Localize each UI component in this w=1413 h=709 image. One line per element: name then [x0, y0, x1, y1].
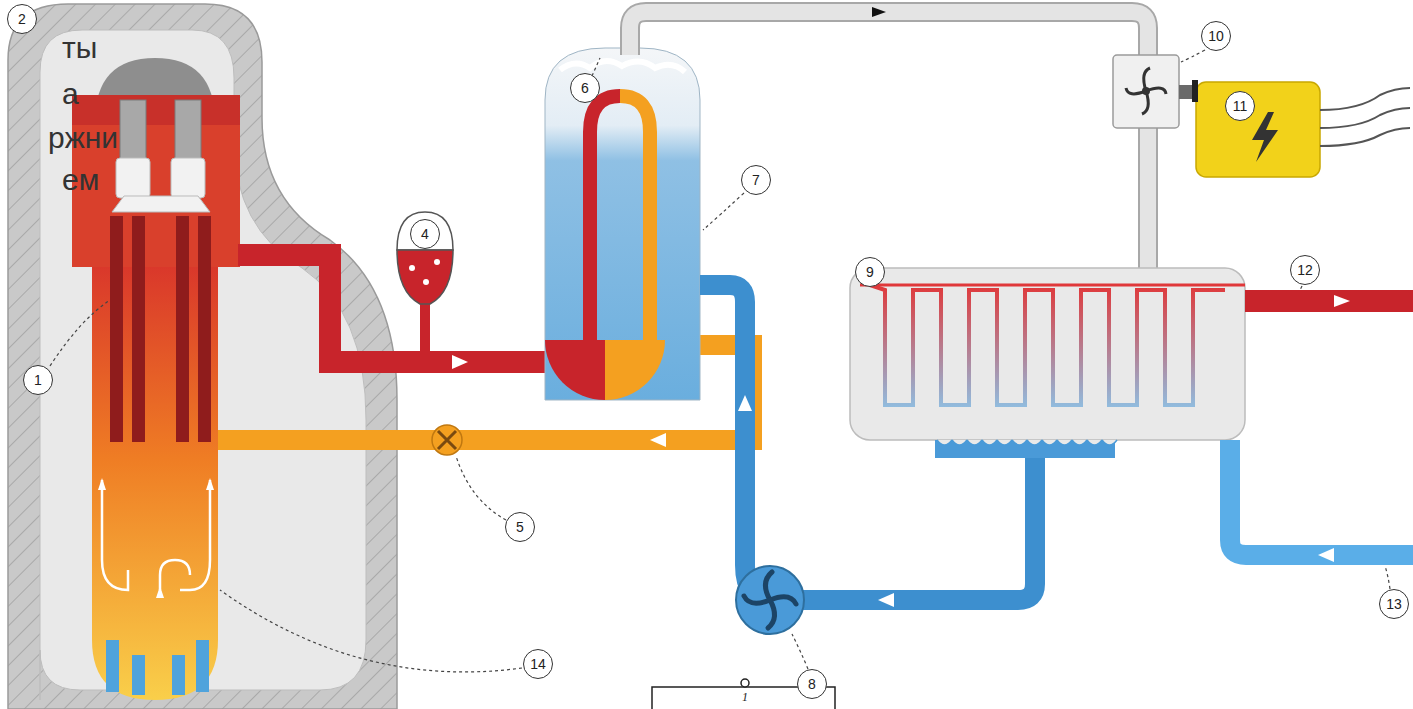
cooling-water-inlet: [1230, 440, 1413, 555]
figure-label: 1: [740, 690, 750, 705]
hot-leg-pipe: [238, 255, 548, 362]
callout-number: 9: [855, 257, 885, 287]
leader-lines: [50, 50, 1390, 672]
callout-number: 1: [23, 365, 53, 395]
turbine: [1113, 55, 1179, 128]
feedwater-pipe: [700, 285, 1035, 600]
text-fragment: ржни: [48, 120, 118, 156]
callout-number: 11: [1225, 91, 1255, 121]
text-fragment: ты: [62, 30, 97, 66]
steam-generator: [545, 48, 700, 400]
pressurizer: [397, 212, 453, 352]
text-fragment: ем: [62, 162, 99, 198]
callout-number: 7: [741, 165, 771, 195]
condenser: [850, 268, 1245, 440]
power-lines: [1320, 88, 1410, 146]
feedwater-pump: [736, 566, 804, 634]
callout-number: 14: [523, 649, 553, 679]
callout-number: 6: [570, 73, 600, 103]
text-fragment: а: [62, 76, 79, 112]
callout-number: 8: [797, 669, 827, 699]
condensate-well: [935, 440, 1115, 458]
callout-number: 13: [1379, 589, 1409, 619]
cooling-water-outlet: [1245, 290, 1413, 312]
callout-number: 4: [410, 219, 440, 249]
callout-number: 2: [7, 4, 37, 34]
coolant-pump: [432, 425, 462, 455]
callout-number: 12: [1290, 255, 1320, 285]
cooling-coil: [860, 285, 1245, 405]
steam-line: [630, 12, 1148, 60]
containment-interior: [40, 30, 366, 700]
callout-number: 10: [1201, 21, 1231, 51]
callout-number: 5: [505, 512, 535, 542]
generator: [1196, 82, 1320, 177]
reactor-vessel: [72, 58, 240, 700]
